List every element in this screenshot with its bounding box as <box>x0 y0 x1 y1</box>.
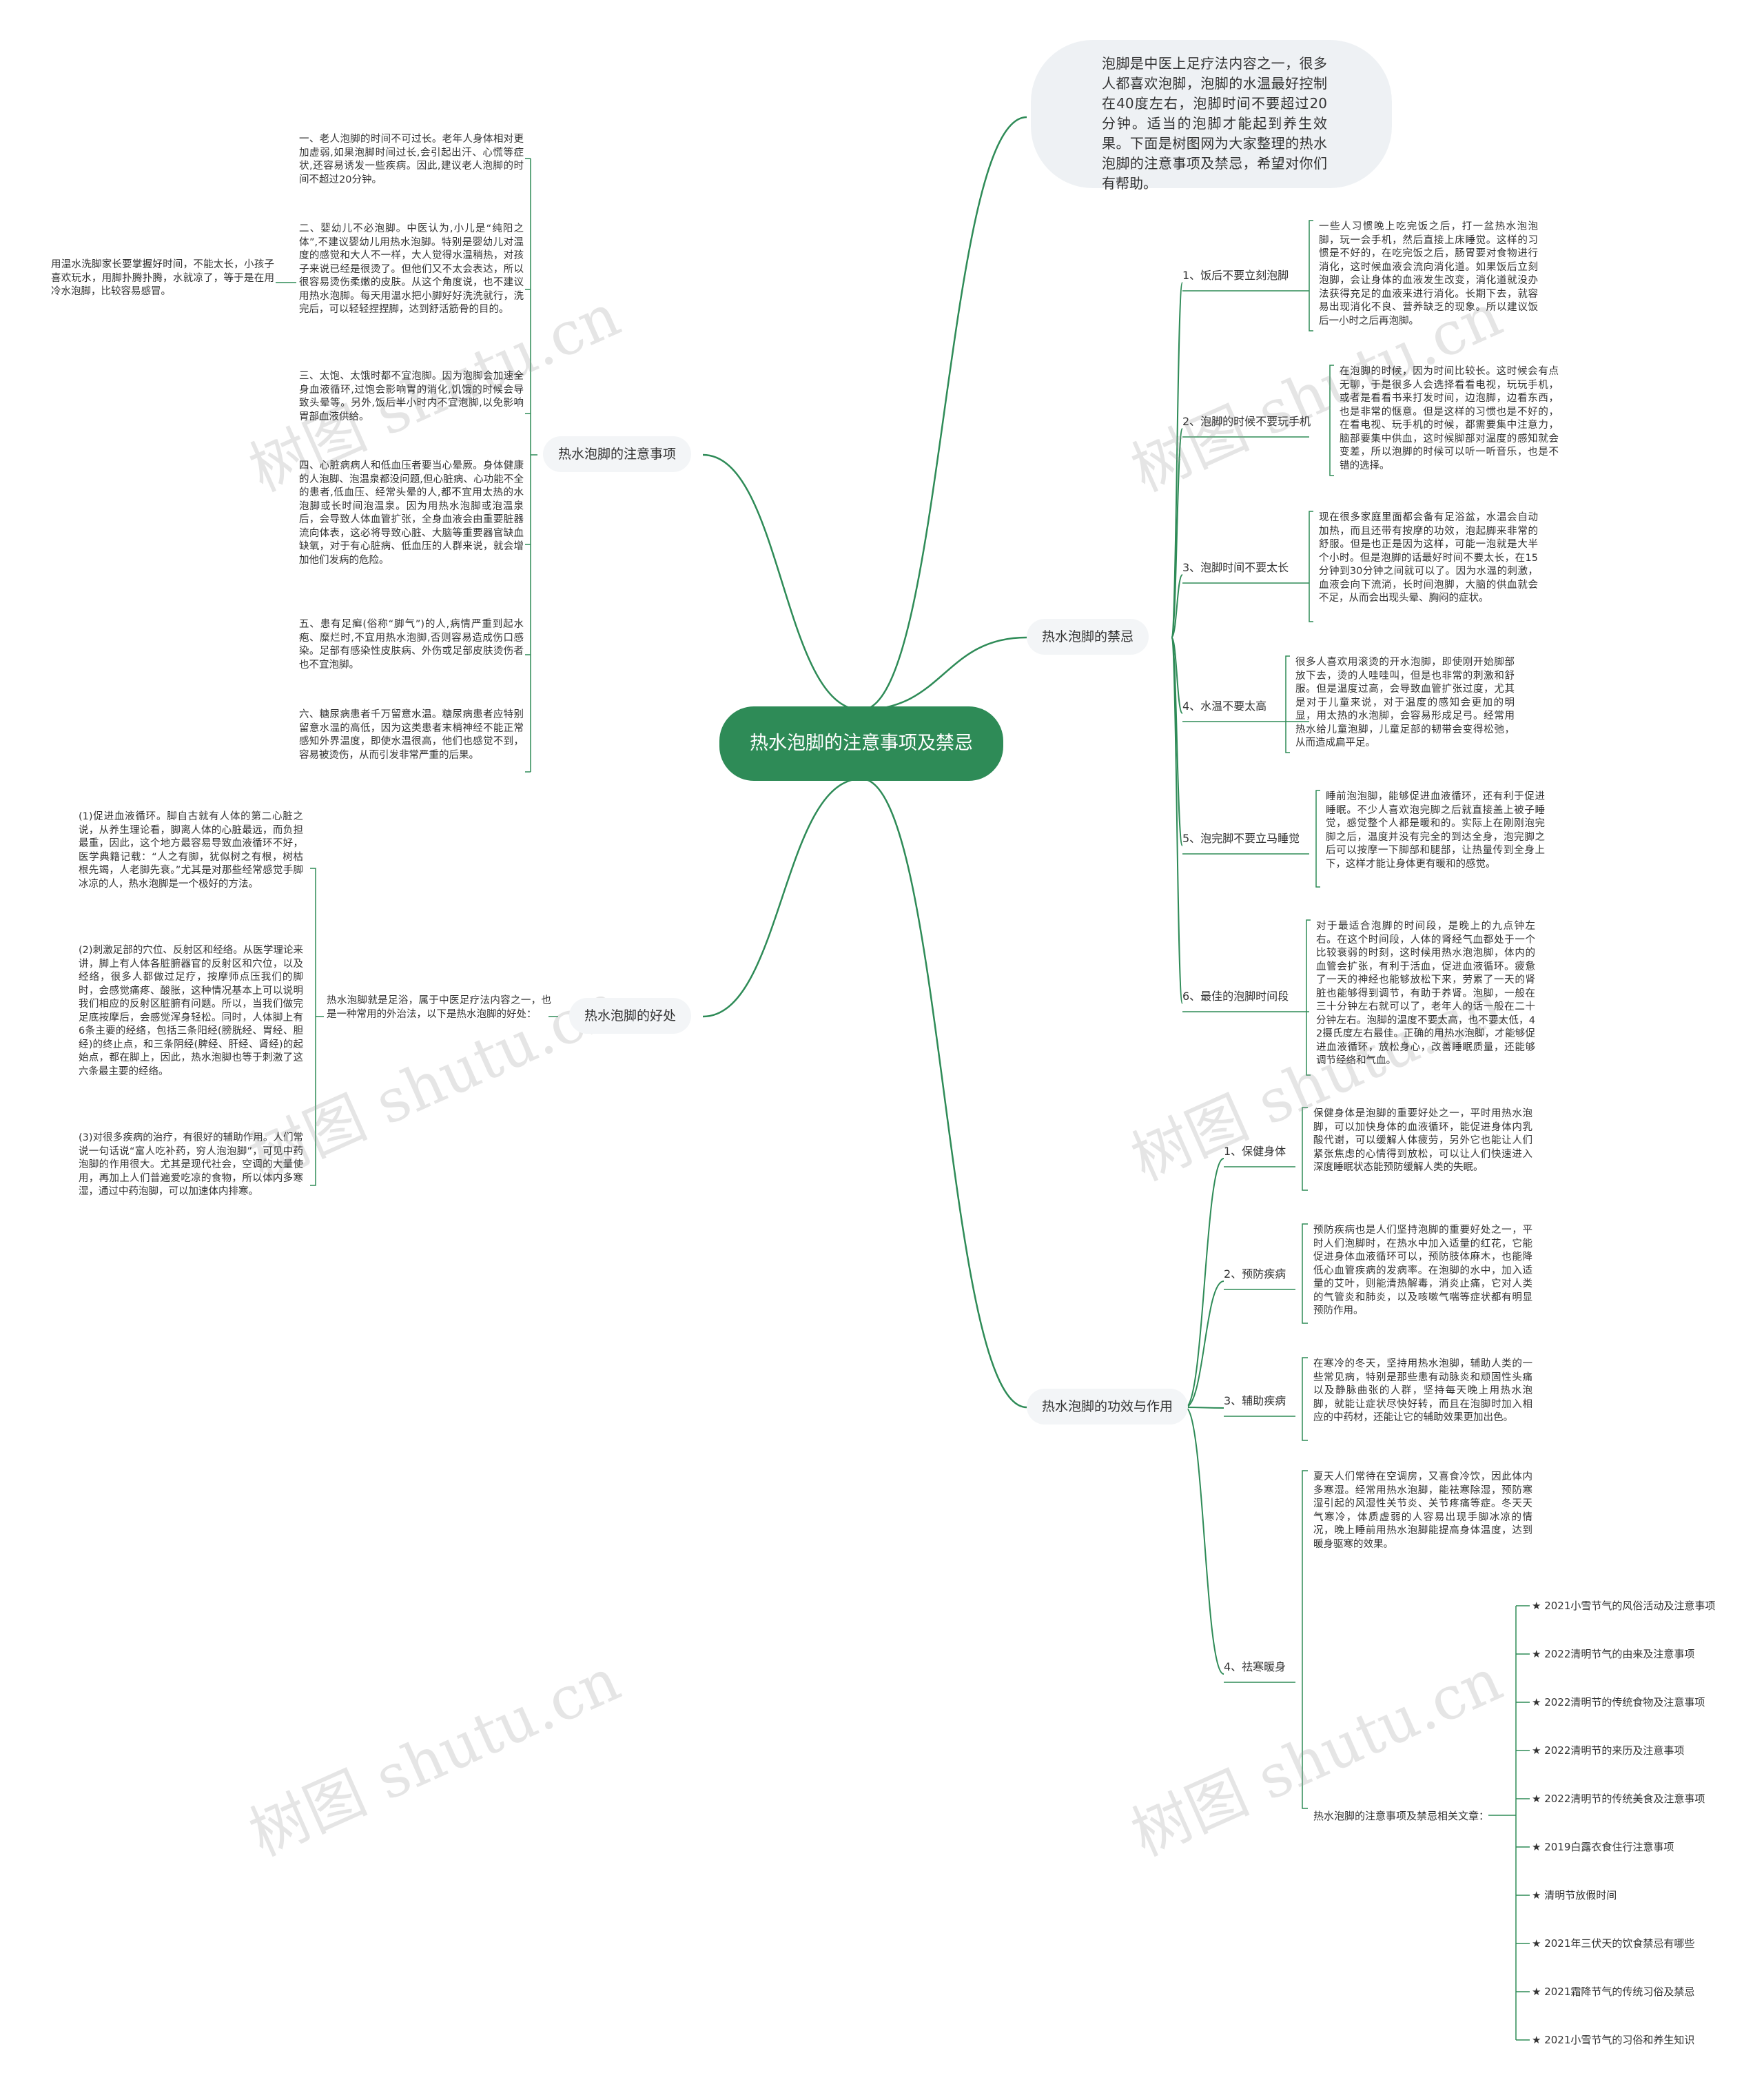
attention-side-note: 用温水洗脚家长要掌握好时间，不能太长，小孩子喜欢玩水，用脚扑腾扑腾，水就凉了，等… <box>51 259 274 297</box>
effect-text-3: 在寒冷的冬天，坚持用热水泡脚，辅助人类的一些常见病，特别是那些患有动脉炎和顽固性… <box>1313 1358 1532 1423</box>
effect-title-4[interactable]: 4、祛寒暖身 <box>1224 1660 1286 1673</box>
taboo-text-4: 很多人喜欢用滚烫的开水泡脚，即使刚开始脚部放下去，烫的人哇哇叫，但是也非常的刺激… <box>1295 657 1515 748</box>
attention-item-1: 一、老人泡脚的时间不可过长。老年人身体相对更加虚弱,如果泡脚时间过长,会引起出汗… <box>299 134 524 185</box>
taboo-title-3[interactable]: 3、泡脚时间不要太长 <box>1182 561 1289 574</box>
related-article[interactable]: ★ 2022清明节的传统食物及注意事项 <box>1532 1696 1705 1708</box>
branch-effects[interactable]: 热水泡脚的功效与作用 <box>1027 1389 1189 1425</box>
related-article[interactable]: ★ 2022清明节的传统美食及注意事项 <box>1532 1793 1705 1805</box>
taboo-title-4[interactable]: 4、水温不要太高 <box>1182 700 1267 713</box>
benefits-item-3: (3)对很多疾病的治疗，有很好的辅助作用。人们常说一句话说“富人吃补药，穷人泡泡… <box>79 1132 303 1197</box>
connector <box>861 116 1027 711</box>
benefits-item-2: (2)刺激足部的穴位、反射区和经络。从医学理论来讲，脚上有人体各脏腑器官的反射区… <box>79 945 303 1077</box>
connector <box>1184 1280 1224 1408</box>
attention-item-5: 五、患有足癣(俗称“脚气”)的人,病情严重到起水疱、糜烂时,不宜用热水泡脚,否则… <box>299 619 524 671</box>
taboo-text-6: 对于最适合泡脚的时间段，是晚上的九点钟左右。在这个时间段，人体的肾经气血都处于一… <box>1316 921 1535 1066</box>
taboo-title-5[interactable]: 5、泡完脚不要立马睡觉 <box>1182 832 1300 845</box>
benefits-summary: 热水泡脚就是足浴，属于中医足疗法内容之一，也是一种常用的外治法，以下是热水泡脚的… <box>327 995 551 1020</box>
connector <box>1309 220 1313 331</box>
root-title: 热水泡脚的注意事项及禁忌 <box>750 733 973 754</box>
connector <box>1184 1407 1224 1675</box>
intro-text: 泡脚是中医上足疗法内容之一，很多人都喜欢泡脚，泡脚的水温最好控制在40度左右，泡… <box>1102 55 1327 192</box>
connector <box>1171 428 1183 638</box>
effect-title-3[interactable]: 3、辅助疾病 <box>1224 1394 1286 1407</box>
branch-attention[interactable]: 热水泡脚的注意事项 <box>543 436 692 472</box>
effect-title-1[interactable]: 1、保健身体 <box>1224 1145 1286 1158</box>
connector <box>1171 282 1183 638</box>
connector <box>1302 1107 1308 1191</box>
connector <box>1171 637 1183 714</box>
taboo-text-5: 睡前泡泡脚，能够促进血液循环，还有利于促进睡眠。不少人喜欢泡完脚之后就直接盖上被… <box>1326 791 1545 870</box>
connector <box>861 777 1027 1409</box>
attention-item-3: 三、太饱、太饿时都不宜泡脚。因为泡脚会加速全身血液循环,过饱会影响胃的消化,饥饿… <box>299 371 524 422</box>
taboo-title-2[interactable]: 2、泡脚的时候不要玩手机 <box>1182 415 1311 428</box>
taboo-text-2: 在泡脚的时候，因为时间比较长。这时候会有点无聊，于是很多人会选择看看电视，玩玩手… <box>1340 366 1559 471</box>
connector <box>1302 1223 1308 1324</box>
related-articles-label: 热水泡脚的注意事项及禁忌相关文章： <box>1313 1810 1490 1822</box>
connector <box>310 868 316 1186</box>
branch-benefits[interactable]: 热水泡脚的好处 <box>569 998 692 1034</box>
taboo-title-6[interactable]: 6、最佳的泡脚时间段 <box>1182 990 1289 1003</box>
connector <box>1285 655 1290 753</box>
taboo-text-3: 现在很多家庭里面都会备有足浴盆，水温会自动加热，而且还带有按摩的功效，泡起脚来非… <box>1319 512 1538 604</box>
connector <box>1171 574 1183 638</box>
connector <box>1309 511 1313 622</box>
connector <box>1171 637 1183 1004</box>
related-article[interactable]: ★ 2021小雪节气的习俗和养生知识 <box>1532 2034 1695 2046</box>
attention-item-6: 六、糖尿病患者千万留意水温。糖尿病患者应特别留意水温的高低，因为这类患者末梢神经… <box>299 709 524 761</box>
effect-text-2: 预防疾病也是人们坚持泡脚的重要好处之一，平时人们泡脚时，在热水中加入适量的红花，… <box>1313 1225 1532 1316</box>
attention-item-2: 二、婴幼儿不必泡脚。中医认为,小儿是“纯阳之体”,不建议婴幼儿用热水泡脚。特别是… <box>299 223 524 315</box>
effect-text-1: 保健身体是泡脚的重要好处之一，平时用热水泡脚，可以加快身体的血液循环，能促进身体… <box>1313 1108 1532 1173</box>
branch-taboos[interactable]: 热水泡脚的禁忌 <box>1027 619 1149 655</box>
related-article[interactable]: ★ 清明节放假时间 <box>1532 1889 1617 1901</box>
connector <box>861 636 1027 711</box>
connector <box>1184 1407 1224 1409</box>
connector <box>1184 1158 1224 1408</box>
connector <box>1302 1357 1308 1441</box>
benefits-item-1: (1)促进血液循环。脚自古就有人体的第二心脏之说，从养生理论看，脚离人体的心脏最… <box>79 811 303 890</box>
effect-title-2[interactable]: 2、预防疾病 <box>1224 1267 1286 1280</box>
intro-note: 泡脚是中医上足疗法内容之一，很多人都喜欢泡脚，泡脚的水温最好控制在40度左右，泡… <box>1031 40 1392 192</box>
connector <box>1315 790 1320 888</box>
connector <box>1306 919 1311 1076</box>
root-node[interactable]: 热水泡脚的注意事项及禁忌 <box>719 706 1003 781</box>
related-article[interactable]: ★ 2021年三伏天的饮食禁忌有哪些 <box>1532 1937 1695 1950</box>
connector <box>702 453 862 711</box>
taboo-title-1[interactable]: 1、饭后不要立刻泡脚 <box>1182 269 1289 282</box>
related-article[interactable]: ★ 2021小雪节气的风俗活动及注意事项 <box>1532 1600 1716 1612</box>
connector <box>702 777 862 1018</box>
connector <box>1302 1470 1308 1809</box>
related-article[interactable]: ★ 2022清明节气的由来及注意事项 <box>1532 1648 1695 1660</box>
related-article[interactable]: ★ 2019白露衣食住行注意事项 <box>1532 1841 1674 1853</box>
related-article[interactable]: ★ 2021霜降节气的传统习俗及禁忌 <box>1532 1986 1695 1998</box>
related-article[interactable]: ★ 2022清明节的来历及注意事项 <box>1532 1744 1685 1757</box>
attention-item-4: 四、心脏病病人和低血压者要当心晕厥。身体健康的人泡脚、泡温泉都没问题,但心脏病、… <box>299 460 524 566</box>
connector <box>1329 365 1334 476</box>
taboo-text-1: 一些人习惯晚上吃完饭之后，打一盆热水泡泡脚，玩一会手机，然后直接上床睡觉。这样的… <box>1319 221 1538 327</box>
effect-text-4: 夏天人们常待在空调房，又喜食冷饮，因此体内多寒湿。经常用热水泡脚，能祛寒除湿，预… <box>1313 1471 1532 1550</box>
